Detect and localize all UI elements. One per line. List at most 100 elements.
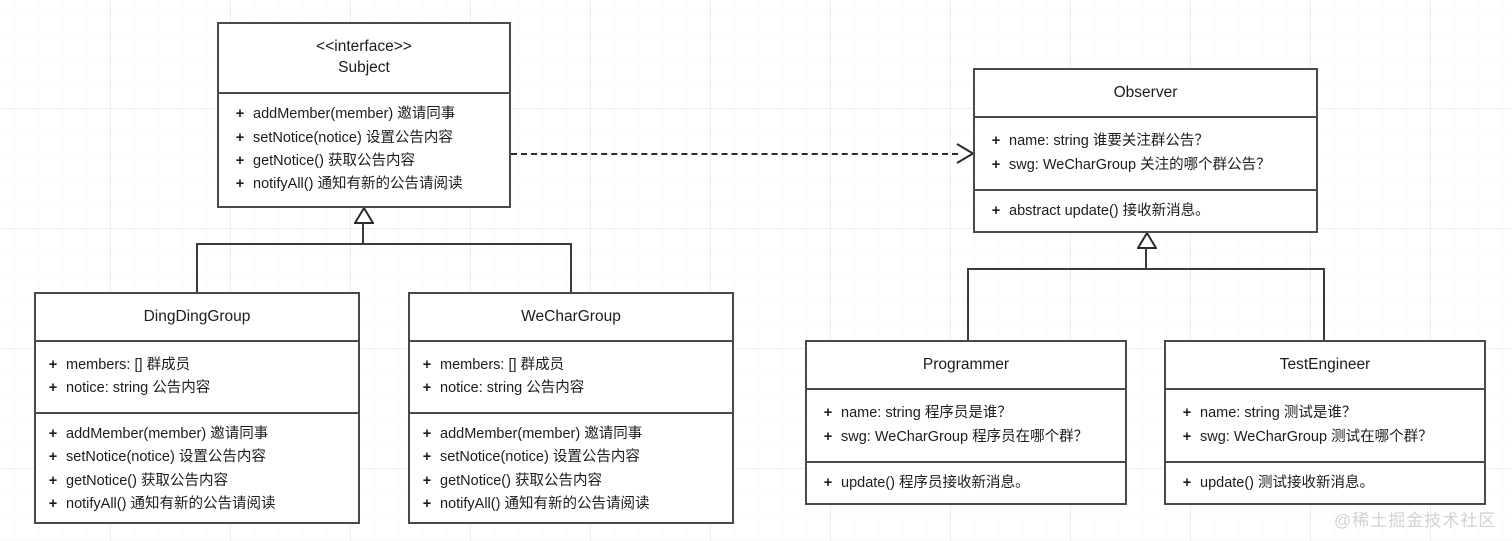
attribute-label: notice: string 公告内容: [440, 380, 585, 396]
class-title-programmer: Programmer: [807, 342, 1125, 388]
method-label: setNotice(notice) 设置公告内容: [66, 449, 266, 466]
class-box-programmer[interactable]: Programmer + name: string 程序员是谁？ + swg: …: [805, 340, 1127, 505]
method-label: addMember(member) 邀请同事: [66, 426, 269, 442]
method-row: + addMember(member) 邀请同事: [219, 103, 509, 126]
class-stereotype-subject: <<interface>>: [316, 38, 412, 56]
method-row: + notifyAll() 通知有新的公告请阅读: [410, 493, 732, 516]
class-name-wechargroup: WeCharGroup: [521, 307, 621, 325]
visibility-marker: +: [823, 428, 833, 445]
attribute-row: + swg: WeCharGroup 程序员在哪个群？: [807, 426, 1125, 449]
generalization-drop-testengineer: [1323, 268, 1325, 340]
generalization-bar-subject: [196, 243, 572, 245]
class-name-dingdinggroup: DingDingGroup: [143, 307, 251, 325]
visibility-marker: +: [235, 129, 245, 146]
method-row: + notifyAll() 通知有新的公告请阅读: [36, 493, 358, 516]
method-label: notifyAll() 通知有新的公告请阅读: [253, 176, 463, 193]
visibility-marker: +: [991, 156, 1001, 173]
visibility-marker: +: [1182, 475, 1192, 491]
visibility-marker: +: [823, 475, 833, 491]
class-title-dingdinggroup: DingDingGroup: [36, 294, 358, 340]
attribute-label: swg: WeCharGroup 程序员在哪个群？: [841, 428, 1089, 445]
attribute-row: + notice: string 公告内容: [36, 377, 358, 400]
visibility-marker: +: [235, 176, 245, 193]
method-label: getNotice() 获取公告内容: [253, 153, 415, 169]
attribute-row: + notice: string 公告内容: [410, 377, 732, 400]
method-label: setNotice(notice) 设置公告内容: [253, 129, 453, 146]
method-label: addMember(member) 邀请同事: [440, 426, 643, 442]
attribute-label: notice: string 公告内容: [66, 380, 211, 396]
visibility-marker: +: [422, 380, 432, 396]
method-row: + update() 测试接收新消息。: [1166, 472, 1484, 495]
class-methods-programmer: + update() 程序员接收新消息。: [807, 461, 1125, 504]
dependency-subject-to-observer: [511, 153, 958, 155]
attribute-row: + swg: WeCharGroup 关注的哪个群公告？: [975, 154, 1316, 177]
visibility-marker: +: [422, 356, 432, 373]
method-row: + setNotice(notice) 设置公告内容: [36, 446, 358, 469]
class-methods-testengineer: + update() 测试接收新消息。: [1166, 461, 1484, 504]
class-methods-subject: + addMember(member) 邀请同事 + setNotice(not…: [219, 92, 509, 206]
method-label: setNotice(notice) 设置公告内容: [440, 449, 640, 466]
attribute-row: + members: [] 群成员: [410, 354, 732, 377]
class-title-observer: Observer: [975, 70, 1316, 116]
visibility-marker: +: [235, 106, 245, 123]
method-row: + notifyAll() 通知有新的公告请阅读: [219, 173, 509, 196]
method-label: notifyAll() 通知有新的公告请阅读: [440, 496, 650, 513]
class-name-subject: Subject: [338, 59, 390, 76]
visibility-marker: +: [1182, 428, 1192, 445]
method-row: + update() 程序员接收新消息。: [807, 472, 1125, 495]
visibility-marker: +: [48, 380, 58, 396]
method-row: + addMember(member) 邀请同事: [410, 423, 732, 446]
attribute-row: + name: string 程序员是谁？: [807, 402, 1125, 425]
attribute-row: + swg: WeCharGroup 测试在哪个群？: [1166, 426, 1484, 449]
visibility-marker: +: [422, 426, 432, 442]
attribute-label: members: [] 群成员: [66, 356, 191, 373]
visibility-marker: +: [823, 405, 833, 422]
method-row: + addMember(member) 邀请同事: [36, 423, 358, 446]
visibility-marker: +: [1182, 405, 1192, 422]
class-box-observer[interactable]: Observer + name: string 谁要关注群公告？ + swg: …: [973, 68, 1318, 233]
method-label: update() 程序员接收新消息。: [841, 475, 1030, 491]
class-title-testengineer: TestEngineer: [1166, 342, 1484, 388]
method-label: getNotice() 获取公告内容: [66, 472, 228, 489]
class-title-subject: <<interface>> Subject: [219, 24, 509, 92]
visibility-marker: +: [991, 203, 1001, 219]
attribute-label: swg: WeCharGroup 测试在哪个群？: [1200, 428, 1433, 445]
visibility-marker: +: [422, 496, 432, 513]
attribute-row: + name: string 谁要关注群公告？: [975, 130, 1316, 153]
generalization-stem-subject: [362, 222, 364, 244]
class-box-wechargroup[interactable]: WeCharGroup + members: [] 群成员 + notice: …: [408, 292, 734, 524]
class-methods-dingdinggroup: + addMember(member) 邀请同事 + setNotice(not…: [36, 412, 358, 526]
visibility-marker: +: [991, 133, 1001, 150]
visibility-marker: +: [48, 472, 58, 489]
method-row: + getNotice() 获取公告内容: [36, 470, 358, 493]
attribute-row: + name: string 测试是谁？: [1166, 402, 1484, 425]
method-row: + abstract update() 接收新消息。: [975, 200, 1316, 223]
visibility-marker: +: [48, 449, 58, 466]
method-label: addMember(member) 邀请同事: [253, 106, 456, 123]
class-box-testengineer[interactable]: TestEngineer + name: string 测试是谁？ + swg:…: [1164, 340, 1486, 505]
visibility-marker: +: [422, 449, 432, 466]
generalization-drop-programmer: [967, 268, 969, 340]
attribute-row: + members: [] 群成员: [36, 354, 358, 377]
attribute-label: name: string 程序员是谁？: [841, 405, 1012, 422]
class-attributes-wechargroup: + members: [] 群成员 + notice: string 公告内容: [410, 340, 732, 412]
generalization-drop-dingdinggroup: [196, 243, 198, 293]
method-row: + setNotice(notice) 设置公告内容: [219, 127, 509, 150]
visibility-marker: +: [48, 426, 58, 442]
class-attributes-programmer: + name: string 程序员是谁？ + swg: WeCharGroup…: [807, 388, 1125, 461]
visibility-marker: +: [48, 356, 58, 373]
class-methods-observer: + abstract update() 接收新消息。: [975, 189, 1316, 232]
generalization-triangle-observer-icon: [1137, 232, 1157, 249]
class-name-observer: Observer: [1113, 83, 1178, 101]
class-box-subject[interactable]: <<interface>> Subject + addMember(member…: [217, 22, 511, 208]
attribute-label: name: string 谁要关注群公告？: [1009, 133, 1209, 150]
class-title-wechargroup: WeCharGroup: [410, 294, 732, 340]
class-box-dingdinggroup[interactable]: DingDingGroup + members: [] 群成员 + notice…: [34, 292, 360, 524]
method-row: + setNotice(notice) 设置公告内容: [410, 446, 732, 469]
attribute-label: name: string 测试是谁？: [1200, 405, 1357, 422]
class-attributes-testengineer: + name: string 测试是谁？ + swg: WeCharGroup …: [1166, 388, 1484, 461]
class-methods-wechargroup: + addMember(member) 邀请同事 + setNotice(not…: [410, 412, 732, 526]
class-attributes-observer: + name: string 谁要关注群公告？ + swg: WeCharGro…: [975, 116, 1316, 189]
class-name-testengineer: TestEngineer: [1279, 355, 1371, 373]
generalization-triangle-subject-icon: [354, 207, 374, 224]
